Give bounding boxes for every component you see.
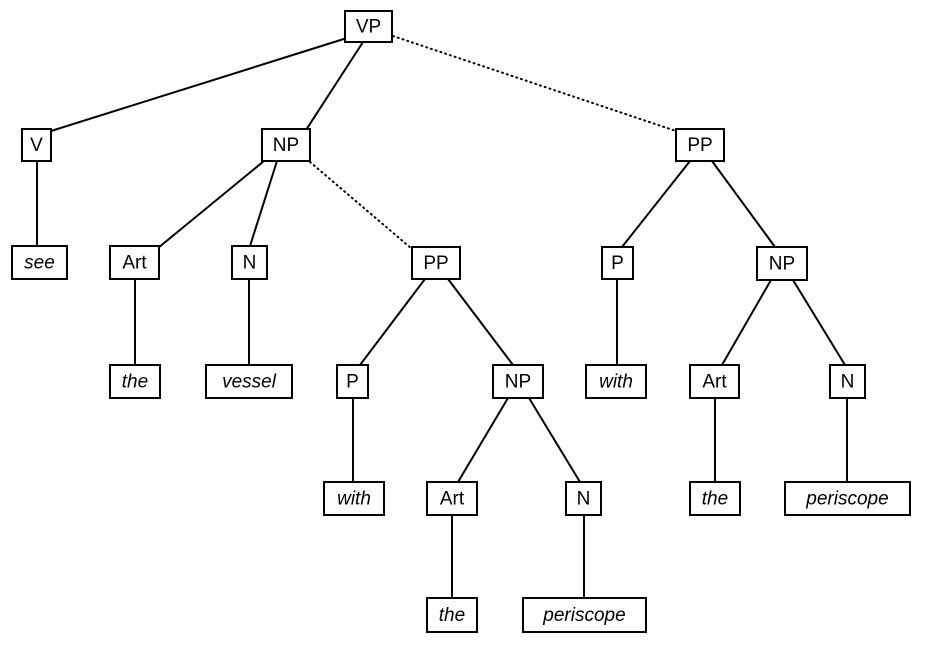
node-box-n_m — [565, 481, 602, 516]
node-box-pp_right — [675, 128, 725, 162]
node-label-with_m: with — [337, 489, 371, 510]
node-box-p_mid — [336, 364, 369, 399]
tree-node-peri_m: periscope — [522, 597, 647, 633]
node-box-v — [21, 128, 52, 162]
node-label-the1: the — [122, 372, 148, 393]
tree-node-vp: VP — [344, 10, 393, 43]
node-label-n1: N — [243, 253, 257, 274]
tree-node-n1: N — [231, 245, 268, 280]
tree-node-the1: the — [109, 364, 161, 399]
node-box-with_m — [323, 481, 385, 516]
tree-edge-np1-to-pp_mid — [309, 161, 413, 250]
tree-node-art1: Art — [109, 245, 160, 280]
node-box-pp_mid — [411, 246, 461, 280]
tree-edge-np1-to-art1 — [157, 160, 265, 249]
node-label-the_r: the — [702, 489, 728, 510]
tree-node-n_r: N — [829, 364, 866, 399]
node-box-vp — [344, 10, 393, 43]
tree-edge-pp_right-to-p_right — [621, 160, 691, 248]
node-label-vp: VP — [356, 17, 381, 38]
node-box-n1 — [231, 245, 268, 280]
node-label-peri_r: periscope — [805, 489, 888, 510]
node-label-p_mid: P — [346, 372, 359, 393]
tree-node-with_m: with — [323, 481, 385, 516]
node-box-art_r — [689, 364, 740, 399]
tree-node-vessel: vessel — [205, 364, 293, 399]
node-label-art_m: Art — [440, 489, 465, 510]
tree-edge-np_right-to-n_r — [792, 279, 846, 366]
node-label-art_r: Art — [702, 372, 727, 393]
tree-node-peri_r: periscope — [784, 481, 911, 516]
node-label-pp_mid: PP — [423, 253, 448, 274]
edge-layer — [36, 35, 848, 598]
node-box-with_r — [585, 364, 647, 399]
node-box-art1 — [109, 245, 160, 280]
node-box-see — [11, 245, 68, 280]
tree-node-art_r: Art — [689, 364, 740, 399]
node-label-np_right: NP — [769, 254, 795, 275]
tree-node-n_m: N — [565, 481, 602, 516]
node-box-vessel — [205, 364, 293, 399]
node-label-pp_right: PP — [687, 135, 712, 156]
tree-node-np_mid: NP — [492, 364, 544, 399]
node-label-with_r: with — [599, 372, 633, 393]
tree-node-v: V — [21, 128, 52, 162]
node-box-np1 — [261, 128, 311, 162]
node-label-peri_m: periscope — [542, 605, 625, 626]
node-label-see: see — [24, 253, 55, 274]
node-label-n_m: N — [577, 489, 591, 510]
tree-node-pp_mid: PP — [411, 246, 461, 280]
tree-node-np1: NP — [261, 128, 311, 162]
node-box-p_right — [601, 246, 634, 280]
tree-edge-vp-to-np1 — [305, 41, 364, 131]
node-box-n_r — [829, 364, 866, 399]
tree-edge-vp-to-v — [50, 37, 348, 132]
node-label-vessel: vessel — [222, 372, 277, 393]
node-box-peri_m — [522, 597, 647, 633]
tree-edge-pp_right-to-np_right — [711, 160, 776, 248]
node-box-the_m — [426, 597, 478, 633]
node-label-the_m: the — [439, 605, 465, 626]
node-label-n_r: N — [841, 372, 855, 393]
tree-node-art_m: Art — [426, 481, 478, 516]
tree-edge-pp_mid-to-p_mid — [359, 278, 426, 366]
tree-node-p_right: P — [601, 246, 634, 280]
node-label-p_right: P — [611, 253, 624, 274]
tree-edge-np_right-to-art_r — [721, 279, 772, 366]
tree-node-pp_right: PP — [675, 128, 725, 162]
tree-node-the_r: the — [689, 481, 741, 516]
tree-edge-vp-to-pp_right — [392, 35, 677, 132]
tree-edge-np_mid-to-art_m — [457, 397, 509, 483]
node-box-np_mid — [492, 364, 544, 399]
node-box-np_right — [756, 246, 808, 281]
node-label-np_mid: NP — [505, 372, 531, 393]
tree-node-see: see — [11, 245, 68, 280]
node-box-peri_r — [784, 481, 911, 516]
tree-edge-np1-to-n1 — [249, 160, 278, 247]
tree-node-p_mid: P — [336, 364, 369, 399]
node-label-art1: Art — [122, 253, 147, 274]
tree-node-with_r: with — [585, 364, 647, 399]
node-box-art_m — [426, 481, 478, 516]
tree-edge-np_mid-to-n_m — [528, 397, 581, 483]
tree-node-the_m: the — [426, 597, 478, 633]
tree-node-np_right: NP — [756, 246, 808, 281]
node-label-np1: NP — [273, 135, 299, 156]
tree-edge-pp_mid-to-np_mid — [447, 278, 514, 366]
node-box-the1 — [109, 364, 161, 399]
node-box-the_r — [689, 481, 741, 516]
node-label-v: V — [30, 135, 43, 156]
